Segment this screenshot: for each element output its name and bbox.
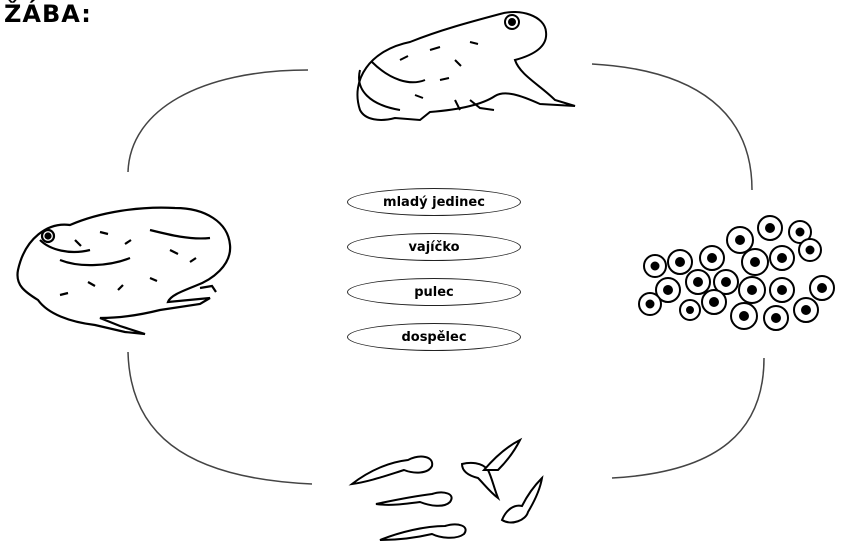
label-adult[interactable]: dospělec: [347, 323, 521, 351]
arc-top-left: [128, 70, 308, 172]
label-young-individual[interactable]: mladý jedinec: [347, 188, 521, 216]
arc-top-right: [592, 64, 752, 190]
stage-labels: mladý jedinec vajíčko pulec dospělec: [347, 188, 521, 351]
label-egg[interactable]: vajíčko: [347, 233, 521, 261]
arc-bottom-right: [612, 358, 764, 478]
adult-frog-illustration: [357, 12, 575, 120]
young-frog-illustration: [17, 208, 230, 334]
arc-bottom-left: [128, 352, 312, 484]
tadpoles-illustration: [352, 440, 542, 540]
frog-eggs-illustration: [639, 216, 834, 330]
label-tadpole[interactable]: pulec: [347, 278, 521, 306]
